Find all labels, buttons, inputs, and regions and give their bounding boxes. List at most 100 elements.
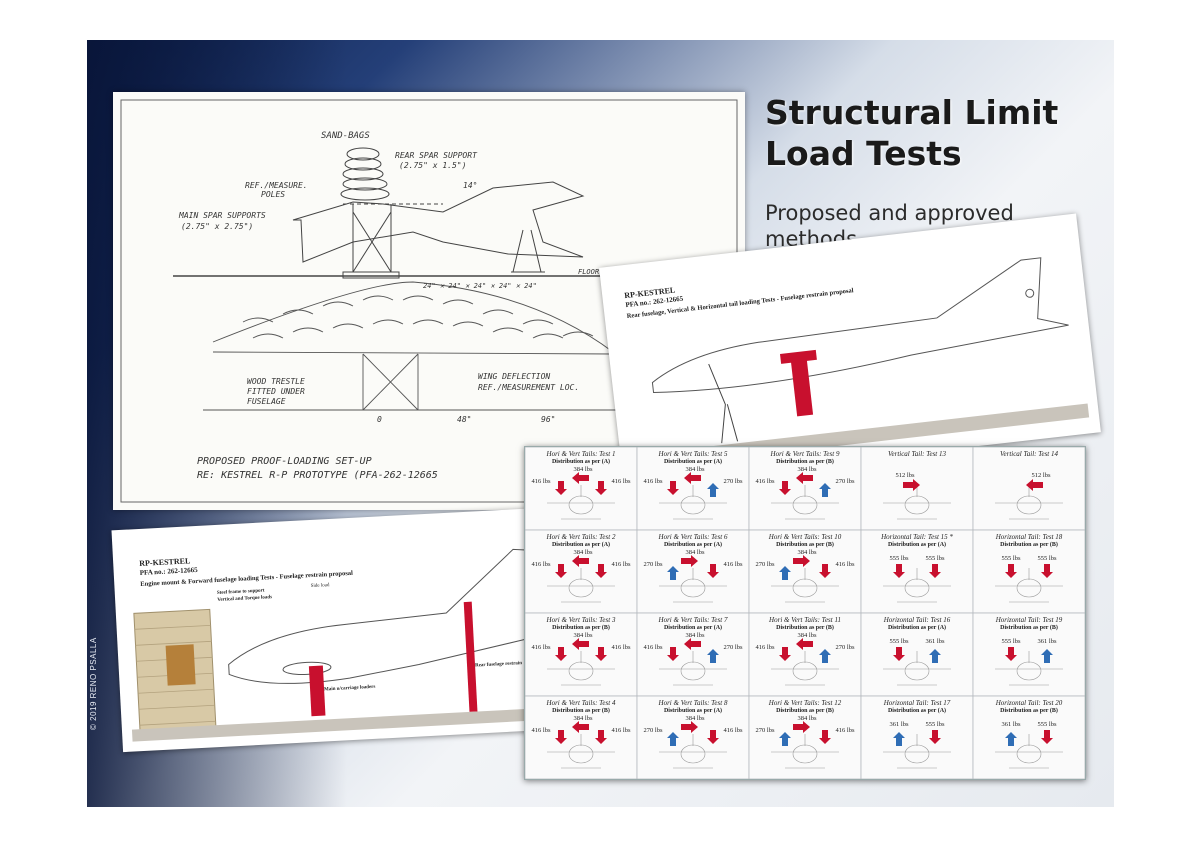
load-arrow [667, 566, 679, 580]
test-left-label: 416 lbs [532, 478, 551, 485]
test-title: Hori & Vert Tails: Test 6 [658, 533, 728, 541]
test-title: Horizontal Tail: Test 15 * [880, 533, 953, 541]
test-title: Vertical Tail: Test 14 [1000, 450, 1059, 458]
test-left-label: 555 lbs [890, 638, 909, 645]
sketch-caption-1: PROPOSED PROOF-LOADING SET-UP [197, 456, 372, 467]
label-station-96: 96" [541, 415, 555, 424]
test-title: Horizontal Tail: Test 18 [995, 533, 1063, 541]
load-arrow [572, 638, 589, 650]
test-right-label: 270 lbs [724, 478, 743, 485]
test-left-label: 361 lbs [890, 721, 909, 728]
test-right-label: 555 lbs [1038, 555, 1057, 562]
test-right-label: 416 lbs [836, 561, 855, 568]
test-top-label: 384 lbs [574, 715, 593, 722]
load-arrow [572, 555, 589, 567]
load-arrow [667, 481, 679, 495]
test-distribution: Distribution as per (A) [664, 624, 722, 631]
copyright-text: © 2019 RENO PSALLA [89, 637, 98, 730]
load-arrow [707, 483, 719, 497]
test-left-label: 416 lbs [532, 727, 551, 734]
load-arrow [595, 647, 607, 661]
test-title: Hori & Vert Tails: Test 4 [546, 699, 616, 707]
test-left-label: 270 lbs [756, 561, 775, 568]
title-line-1: Structural Limit [765, 93, 1059, 132]
test-left-label: 555 lbs [1002, 555, 1021, 562]
load-arrow [595, 730, 607, 744]
test-distribution: Distribution as per (B) [776, 458, 834, 465]
test-left-label: 416 lbs [756, 478, 775, 485]
load-arrow [779, 566, 791, 580]
test-title: Hori & Vert Tails: Test 2 [546, 533, 616, 541]
load-arrow [667, 647, 679, 661]
test-left-label: 270 lbs [644, 727, 663, 734]
test-title: Hori & Vert Tails: Test 11 [768, 616, 841, 624]
load-arrow [1005, 564, 1017, 578]
load-arrow [793, 555, 810, 567]
label-sandbags: SAND-BAGS [321, 131, 370, 141]
test-distribution: Distribution as per (A) [888, 707, 946, 714]
test-left-label: 416 lbs [644, 478, 663, 485]
load-arrow [684, 638, 701, 650]
test-top-label: 384 lbs [798, 632, 817, 639]
test-title: Hori & Vert Tails: Test 9 [770, 450, 840, 458]
test-top-label: 384 lbs [798, 549, 817, 556]
load-arrow [555, 647, 567, 661]
test-right-label: 361 lbs [926, 638, 945, 645]
test-right-label: 416 lbs [612, 478, 631, 485]
load-arrow [667, 732, 679, 746]
test-top-label: 384 lbs [798, 715, 817, 722]
load-arrow [707, 730, 719, 744]
load-arrow [819, 730, 831, 744]
test-title: Hori & Vert Tails: Test 12 [768, 699, 842, 707]
test-title: Hori & Vert Tails: Test 7 [658, 616, 728, 624]
label-trestle-1: WOOD TRESTLE [247, 377, 305, 386]
load-arrow [1041, 730, 1053, 744]
test-top-label: 384 lbs [574, 632, 593, 639]
test-distribution: Distribution as per (A) [552, 458, 610, 465]
test-left-label: 416 lbs [756, 644, 775, 651]
test-title: Horizontal Tail: Test 17 [883, 699, 951, 707]
test-distribution: Distribution as per (B) [552, 624, 610, 631]
test-title: Hori & Vert Tails: Test 1 [546, 450, 616, 458]
label-rear-spar-1: REAR SPAR SUPPORT [395, 151, 478, 160]
test-distribution: Distribution as per (A) [888, 541, 946, 548]
test-right-label: 270 lbs [724, 644, 743, 651]
test-top-label: 384 lbs [686, 549, 705, 556]
load-arrow [555, 564, 567, 578]
load-arrow [779, 732, 791, 746]
load-arrow [1026, 479, 1043, 491]
test-distribution: Distribution as per (B) [552, 707, 610, 714]
load-arrow [555, 730, 567, 744]
test-left-label: 555 lbs [1002, 638, 1021, 645]
test-right-label: 361 lbs [1038, 638, 1057, 645]
test-right-label: 416 lbs [612, 727, 631, 734]
load-arrow [793, 721, 810, 733]
front-card-gear-post [308, 665, 326, 717]
test-right-label: 416 lbs [612, 561, 631, 568]
load-arrow [684, 472, 701, 484]
test-distribution: Distribution as per (A) [664, 458, 722, 465]
test-distribution: Distribution as per (B) [776, 707, 834, 714]
load-arrow [595, 481, 607, 495]
slide-subtitle: Proposed and approved methods [765, 200, 1014, 252]
load-arrow [796, 472, 813, 484]
test-distribution: Distribution as per (A) [664, 541, 722, 548]
test-right-label: 270 lbs [836, 644, 855, 651]
load-arrow [779, 481, 791, 495]
test-top-label: 384 lbs [574, 549, 593, 556]
load-arrow [681, 721, 698, 733]
label-station-0: 0 [377, 415, 382, 424]
test-distribution: Distribution as per (A) [664, 707, 722, 714]
test-cell: Horizontal Tail: Test 15 *Distribution a… [860, 529, 974, 614]
forward-fuselage-test-card: RP-KESTREL PFA no.: 262-12665 Engine mou… [111, 507, 553, 753]
load-arrow [796, 638, 813, 650]
